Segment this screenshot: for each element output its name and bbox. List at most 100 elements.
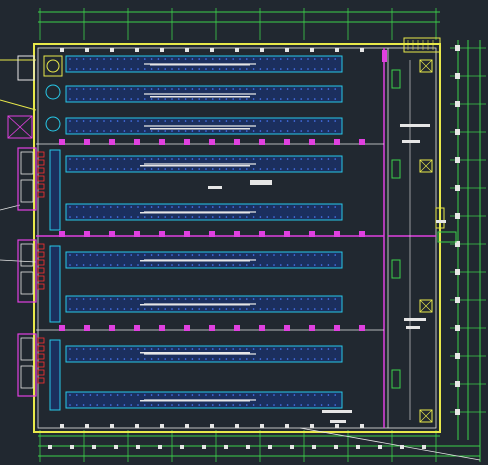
tank-dot xyxy=(96,58,98,60)
column-marker-bottom xyxy=(210,424,214,428)
tank-dot xyxy=(103,264,105,266)
tank-dot xyxy=(259,168,262,170)
tank-dot xyxy=(252,254,255,256)
column-marker xyxy=(284,325,290,331)
tank-dot xyxy=(82,394,85,396)
tank-dot xyxy=(103,168,105,170)
column-marker xyxy=(259,231,265,237)
tank-dot xyxy=(327,264,330,266)
tank-dot xyxy=(334,206,337,208)
tank-dot xyxy=(273,58,275,60)
tank-dot xyxy=(171,158,173,160)
tank-dot xyxy=(273,308,275,310)
tank-dot xyxy=(69,58,71,60)
tank-dot xyxy=(320,404,323,406)
right-dimension-mark xyxy=(455,45,460,51)
tank-dot xyxy=(286,68,289,70)
column-marker xyxy=(334,139,340,145)
tank-dot xyxy=(205,158,207,160)
tank-dot xyxy=(123,358,126,360)
tank-dot xyxy=(110,58,112,60)
tank-dot xyxy=(82,404,85,406)
tank-dot xyxy=(150,264,153,266)
tank-dot xyxy=(205,58,207,60)
tank-dot xyxy=(76,98,78,100)
tank-dot xyxy=(157,358,160,360)
tank-dot xyxy=(334,394,337,396)
tank-dot xyxy=(89,98,92,100)
bottom-dimension-mark xyxy=(422,445,426,449)
tank-dot xyxy=(110,206,112,208)
tank-dot xyxy=(184,358,187,360)
tank-dot xyxy=(157,130,160,132)
tank-dot xyxy=(300,216,303,218)
column-marker-top xyxy=(360,48,364,52)
tank-dot xyxy=(205,404,207,406)
dosing-unit-inner xyxy=(20,179,34,203)
tank-dot xyxy=(157,254,160,256)
right-dimension-mark xyxy=(455,325,460,331)
valve-marker xyxy=(37,259,45,266)
tank-dot xyxy=(334,168,337,170)
tank-dot xyxy=(314,206,316,208)
tank-dot xyxy=(198,206,200,208)
tank-dot xyxy=(123,68,126,70)
tank-dot xyxy=(89,130,92,132)
tank-dot xyxy=(205,348,207,350)
tank-dot xyxy=(320,298,323,300)
tank-dot xyxy=(273,216,275,218)
tank-dot xyxy=(82,358,85,360)
column-marker xyxy=(134,231,140,237)
tank-dot xyxy=(232,216,234,218)
tank-dot xyxy=(300,206,303,208)
tank-dot xyxy=(69,394,71,396)
tank-dot xyxy=(307,168,309,170)
column-marker xyxy=(134,139,140,145)
valve-marker xyxy=(37,251,45,258)
tank-dot xyxy=(157,120,160,122)
tank-dot xyxy=(171,130,173,132)
tank-dot xyxy=(286,158,289,160)
tank-dot xyxy=(280,120,282,122)
equipment-box xyxy=(17,55,35,81)
tank-dot xyxy=(286,58,289,60)
tank-dot xyxy=(327,404,330,406)
tank-dot xyxy=(96,298,98,300)
tank-dot xyxy=(266,158,269,160)
tank-dot xyxy=(144,88,146,90)
tank-dot xyxy=(327,206,330,208)
tank-dot xyxy=(157,68,160,70)
stair-block xyxy=(403,37,441,53)
valve-marker xyxy=(37,377,45,384)
tank-dot xyxy=(280,348,282,350)
inner-wall xyxy=(37,47,437,429)
column-marker-right xyxy=(382,50,387,62)
tank-dot xyxy=(212,216,214,218)
tank-dot xyxy=(239,130,241,132)
tank-dot xyxy=(130,394,132,396)
tank-dot xyxy=(96,158,98,160)
tank-dot xyxy=(246,120,248,122)
label-block xyxy=(406,326,420,329)
label-block xyxy=(402,140,420,143)
tank-dot xyxy=(239,308,241,310)
tank-dot xyxy=(218,88,221,90)
tank-dot xyxy=(232,120,234,122)
tank-dot xyxy=(232,206,234,208)
tank-dot xyxy=(293,298,296,300)
tank-dot xyxy=(218,394,221,396)
tank-dot xyxy=(273,404,275,406)
tank-dot xyxy=(307,404,309,406)
equipment-x xyxy=(419,299,433,313)
tank-dot xyxy=(280,88,282,90)
tank-dot xyxy=(266,58,269,60)
tank-dot xyxy=(320,308,323,310)
tank-dot xyxy=(157,264,160,266)
tank-dot xyxy=(225,358,228,360)
tank-dot xyxy=(252,264,255,266)
tank-dot xyxy=(286,394,289,396)
tank-dot xyxy=(293,98,296,100)
bottom-dimension-mark xyxy=(246,445,250,449)
tank-dot xyxy=(225,120,228,122)
